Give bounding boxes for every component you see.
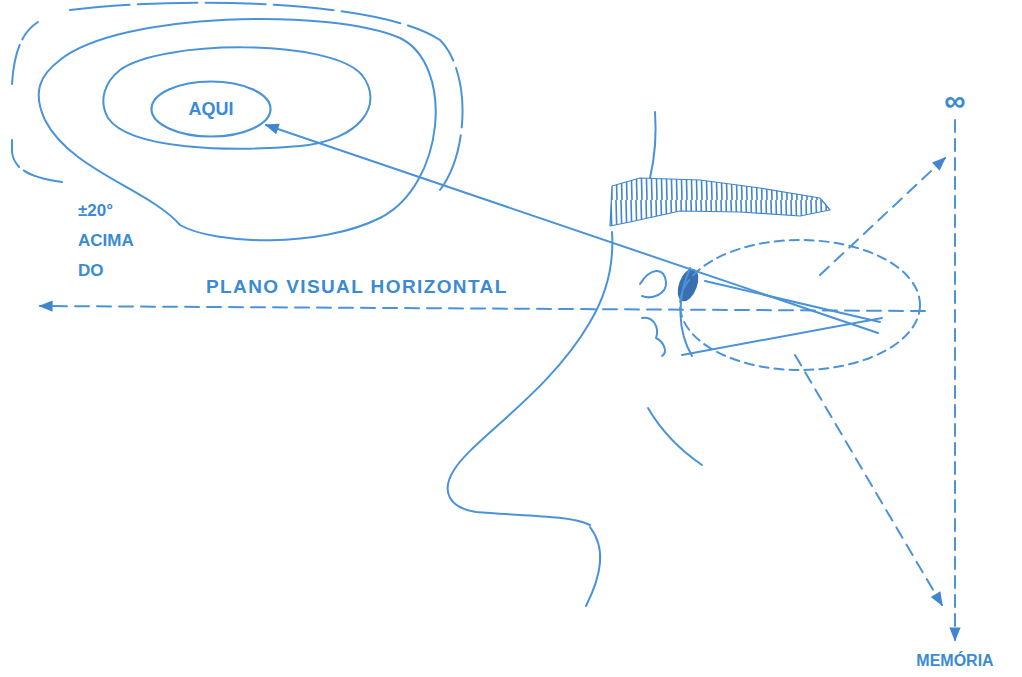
lower-eyelid [642, 318, 665, 356]
contour-line [70, 3, 463, 190]
downward-gaze-arrow [795, 355, 942, 605]
angle-note: ±20° ACIMA DO [78, 196, 154, 286]
upper-eyelid [640, 271, 666, 297]
infinity-memory-axis [954, 120, 956, 640]
infinity-label: ∞ [930, 84, 980, 118]
memory-label: MEMÓRIA [893, 650, 1017, 672]
nose-profile [448, 232, 613, 525]
sight-line [705, 281, 880, 322]
upward-gaze-arrow [820, 158, 945, 275]
lip-line [586, 527, 600, 606]
horizontal-plane-line [40, 306, 925, 311]
cornea-arc [680, 268, 692, 356]
contour-line [103, 47, 370, 148]
target-zone: AQUI [150, 80, 272, 138]
cheek-line [648, 408, 702, 465]
contour-line [12, 22, 62, 182]
sight-line [266, 125, 878, 333]
plane-label: PLANO VISUAL HORIZONTAL [206, 275, 606, 299]
zone-label: AQUI [189, 99, 234, 120]
eyeball-outline [680, 240, 920, 370]
eyebrow [610, 178, 830, 226]
zone-ellipse [152, 82, 271, 137]
sight-line [682, 318, 882, 355]
forehead-line [650, 112, 656, 178]
